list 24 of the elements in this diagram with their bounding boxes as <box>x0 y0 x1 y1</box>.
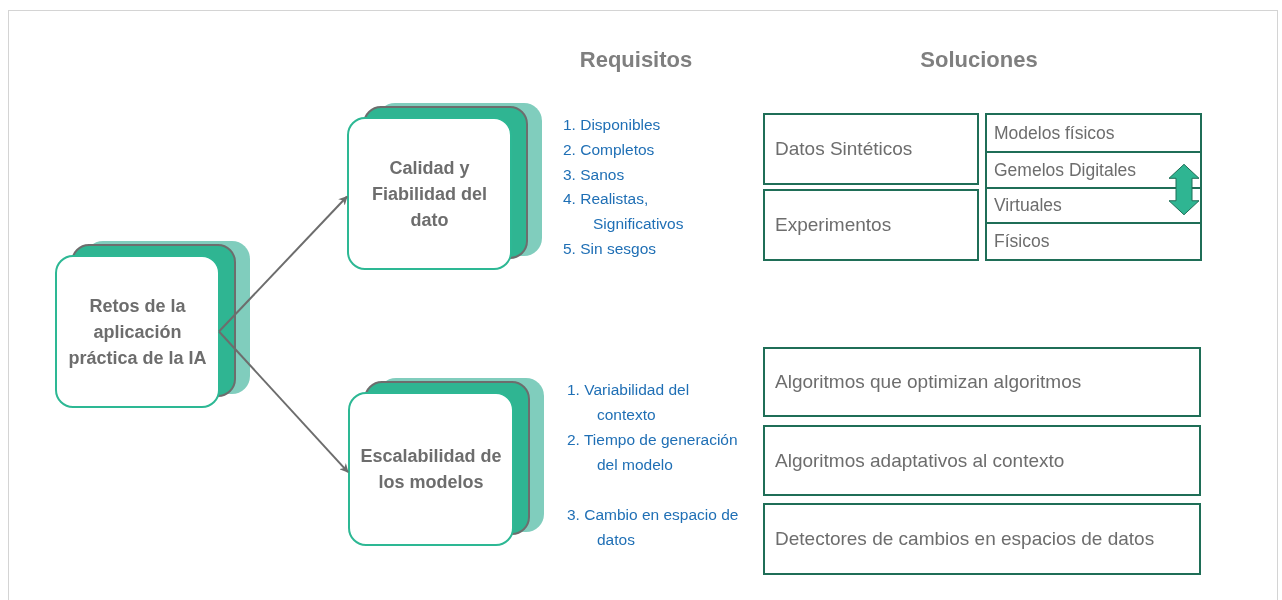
list-item: 1. Disponibles <box>563 115 662 135</box>
arrow <box>218 195 348 333</box>
list-item: 2. Tiempo de generación del modelo <box>567 430 739 475</box>
solution-box: Algoritmos que optimizan algoritmos <box>763 347 1201 417</box>
challenge-card: Retos de la aplicación práctica de la IA <box>55 255 220 408</box>
solution-row: Gemelos Digitales <box>985 151 1202 189</box>
solution-box: Datos Sintéticos <box>763 113 979 185</box>
solution-row: Modelos físicos <box>985 113 1202 153</box>
list-item: 3. Cambio en espacio de datos <box>567 505 740 550</box>
list-item: 5. Sin sesgos <box>563 239 658 259</box>
column-heading: Requisitos <box>578 47 694 73</box>
arrow <box>218 330 349 474</box>
list-item: 1. Variabilidad del contexto <box>567 380 691 425</box>
solution-box: Algoritmos adaptativos al contexto <box>763 425 1201 496</box>
solution-row: Físicos <box>985 222 1202 261</box>
list-item: 2. Completos <box>563 140 656 160</box>
column-heading: Soluciones <box>919 47 1039 73</box>
challenge-card: Calidad y Fiabilidad del dato <box>347 117 512 270</box>
challenge-card: Escalabilidad de los modelos <box>348 392 514 546</box>
list-item: 3. Sanos <box>563 165 626 185</box>
solution-box: Experimentos <box>763 189 979 261</box>
list-item: 4. Realistas, Significativos <box>563 189 685 234</box>
double-arrow <box>1168 163 1200 216</box>
solution-box: Detectores de cambios en espacios de datos <box>763 503 1201 575</box>
